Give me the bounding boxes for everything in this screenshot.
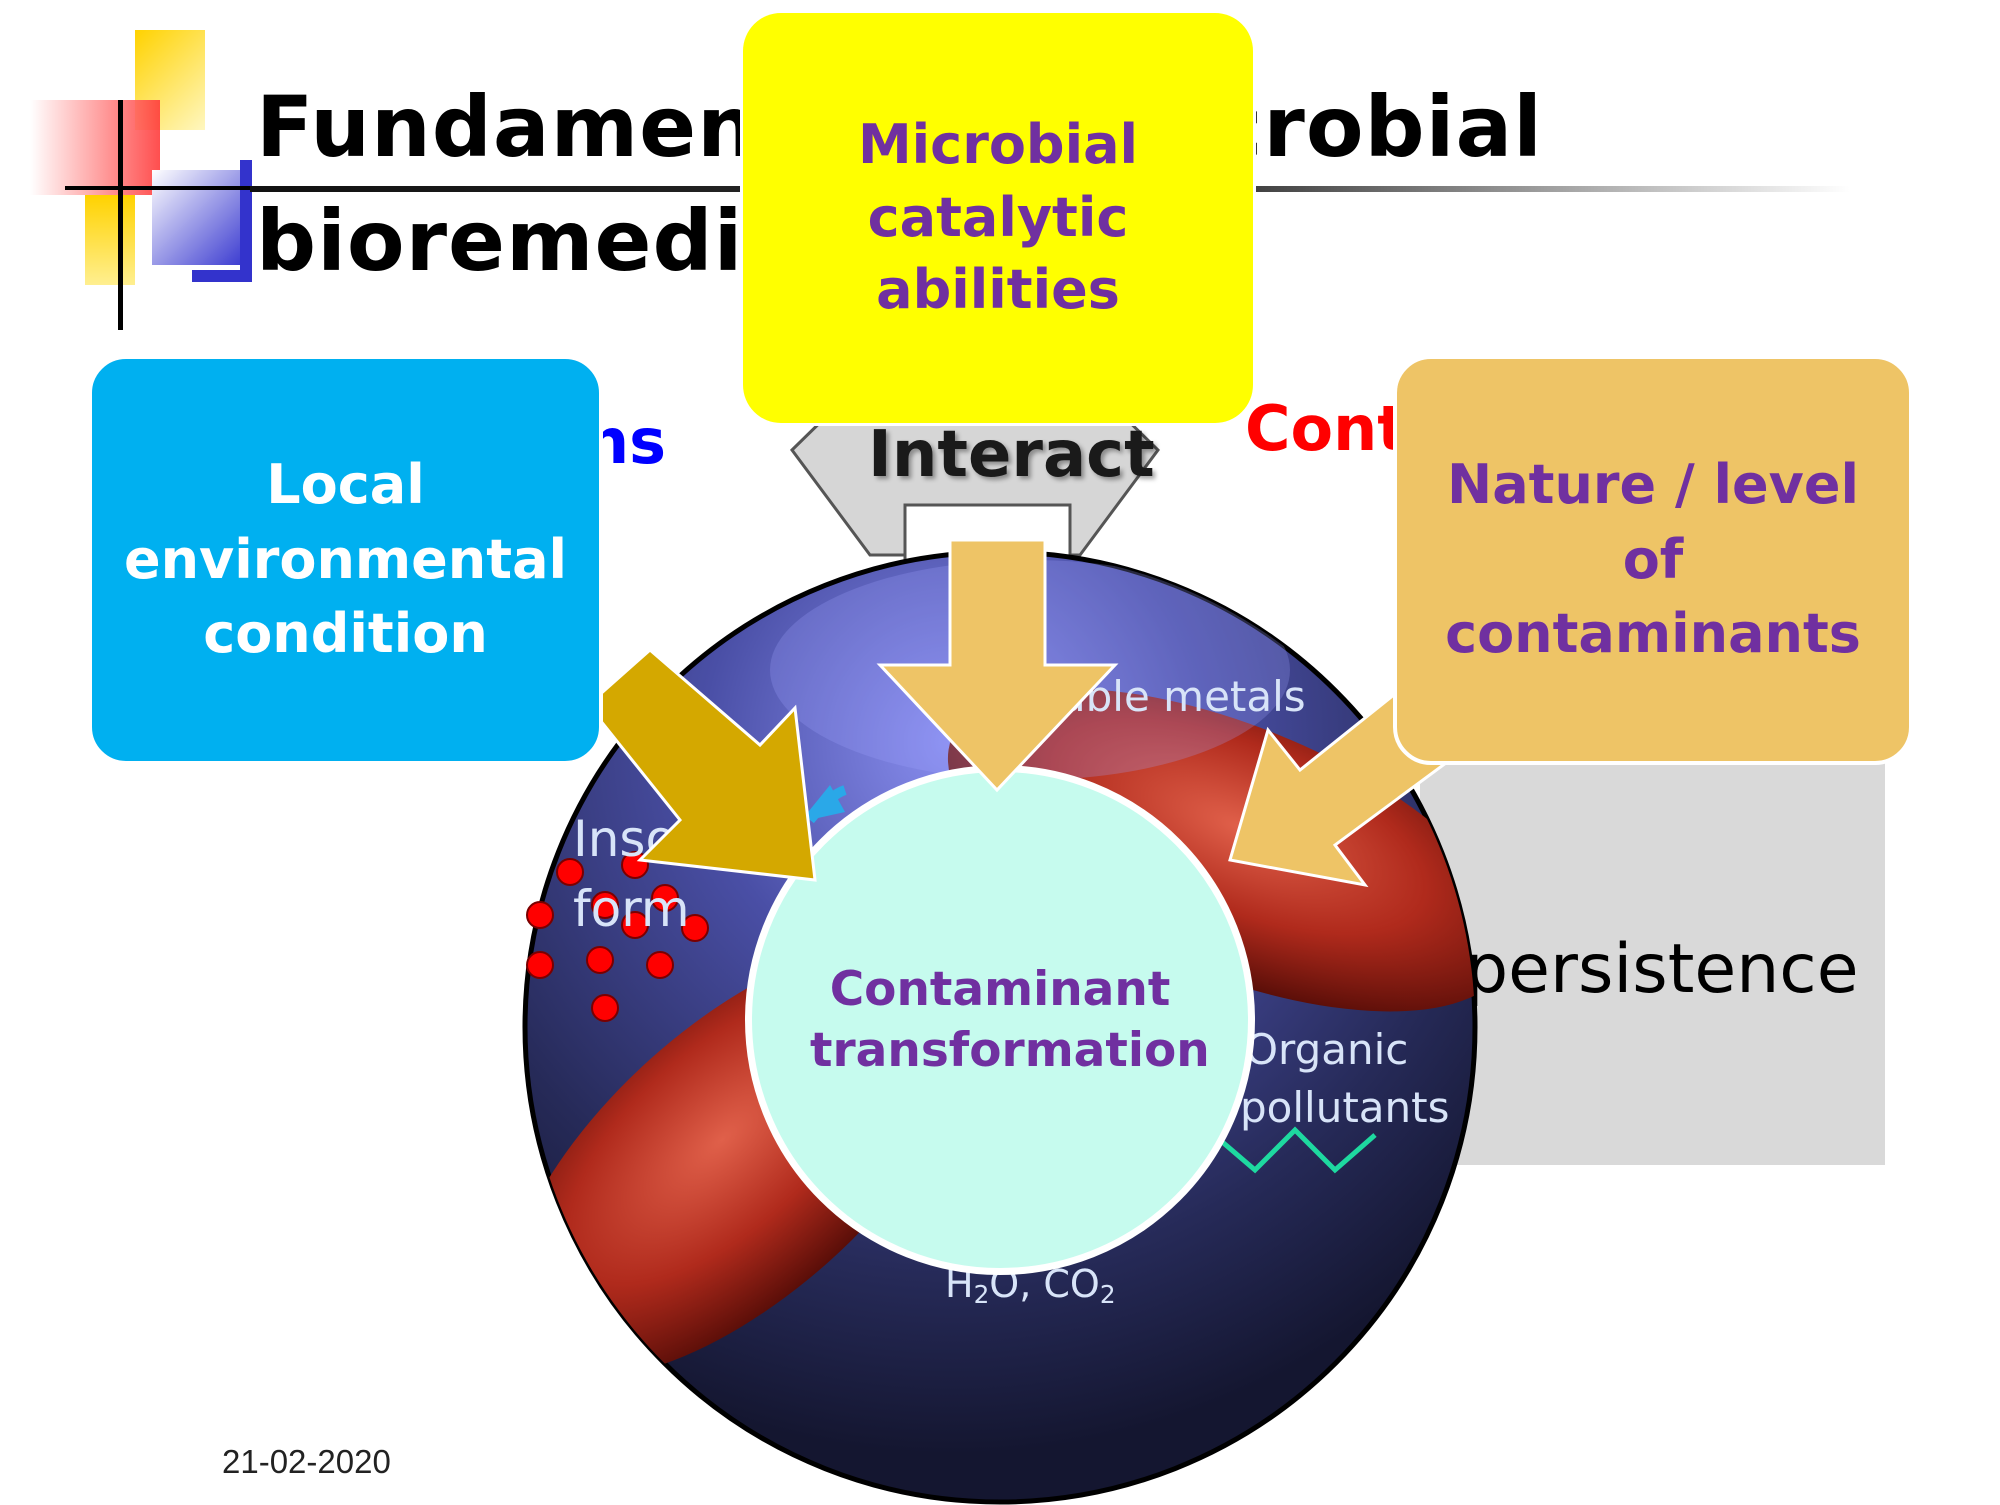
products-sub1: 2 — [973, 1280, 990, 1310]
organic-label: Organic — [1245, 1025, 1409, 1074]
top-box-label: Microbial catalytic abilities — [857, 112, 1139, 322]
interact-label: Interact — [868, 418, 1155, 492]
deco-red-square — [30, 100, 160, 195]
down-arrow — [876, 538, 1119, 793]
center-label: Contaminant transformation — [810, 961, 1210, 1078]
contaminant-transformation-circle: Contaminant transformation — [745, 765, 1255, 1275]
right-box-label: Nature / level of contaminants — [1445, 453, 1861, 666]
deco-squares — [30, 30, 265, 340]
form-label: form — [573, 880, 690, 938]
deco-vertical-line — [118, 100, 123, 330]
contaminants-box: Nature / level of contaminants — [1393, 355, 1913, 765]
contaminants-partial-text: Cont — [1245, 392, 1407, 465]
persistence-box — [1420, 760, 1885, 1165]
deco-yellow-square-2 — [85, 195, 135, 285]
persistence-text: persistence — [1465, 930, 1859, 1009]
microbial-abilities-box: Microbial catalytic abilities — [743, 13, 1253, 423]
slide-date: 21-02-2020 — [222, 1443, 391, 1480]
environmental-condition-box: Local environmental condition — [88, 355, 603, 765]
deco-horizontal-line — [65, 186, 265, 190]
products-sub2: 2 — [1099, 1280, 1116, 1310]
insoluble-particles — [526, 851, 709, 1022]
left-arrow — [585, 648, 817, 882]
left-box-label: Local environmental condition — [123, 453, 568, 666]
deco-blue-outline — [192, 160, 252, 282]
deco-blue-square — [152, 170, 244, 265]
bacterium-right — [947, 688, 1475, 1012]
pollutants-label: pollutants — [1240, 1083, 1450, 1132]
